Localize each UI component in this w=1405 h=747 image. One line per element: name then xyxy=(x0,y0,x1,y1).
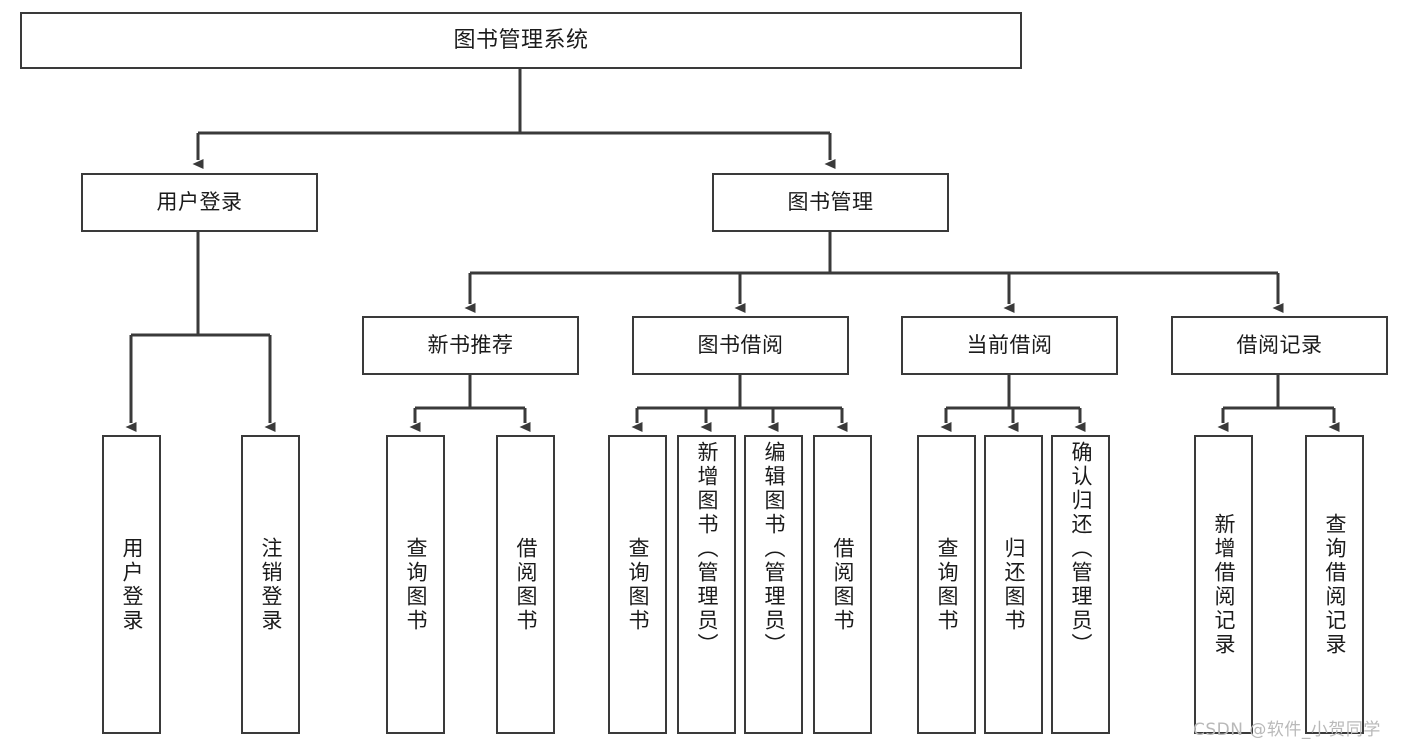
leaf-add-borrow-record[interactable]: 新增借阅记录 xyxy=(1194,435,1253,734)
node-label: 查询图书 xyxy=(404,536,428,633)
node-current-borrow[interactable]: 当前借阅 xyxy=(901,316,1118,375)
leaf-query-book-borrow[interactable]: 查询图书 xyxy=(608,435,667,734)
node-label: 用户登录 xyxy=(120,536,144,633)
node-label: 图书管理 xyxy=(787,190,874,215)
node-label: 新增借阅记录 xyxy=(1212,512,1236,657)
leaf-query-book-newbook[interactable]: 查询图书 xyxy=(386,435,445,734)
csdn-watermark: CSDN @软件_小贺同学 xyxy=(1193,720,1381,740)
leaf-edit-book-admin[interactable]: 编辑图书（管理员） xyxy=(744,435,803,734)
node-label: 确认归还（管理员） xyxy=(1069,441,1093,657)
node-label: 新增图书（管理员） xyxy=(695,441,719,657)
node-new-book-recommend[interactable]: 新书推荐 xyxy=(362,316,579,375)
leaf-borrow-book[interactable]: 借阅图书 xyxy=(813,435,872,734)
node-label: 图书借阅 xyxy=(697,333,784,358)
node-user-login[interactable]: 用户登录 xyxy=(81,173,318,232)
node-label: 借阅记录 xyxy=(1236,333,1323,358)
node-borrow-record[interactable]: 借阅记录 xyxy=(1171,316,1388,375)
leaf-add-book-admin[interactable]: 新增图书（管理员） xyxy=(677,435,736,734)
leaf-logout[interactable]: 注销登录 xyxy=(241,435,300,734)
node-label: 借阅图书 xyxy=(514,536,538,633)
node-label: 查询图书 xyxy=(935,536,959,633)
node-label: 查询图书 xyxy=(626,536,650,633)
leaf-user-login[interactable]: 用户登录 xyxy=(102,435,161,734)
node-book-management[interactable]: 图书管理 xyxy=(712,173,949,232)
node-label: 借阅图书 xyxy=(831,536,855,633)
node-label: 图书管理系统 xyxy=(453,27,589,53)
node-label: 归还图书 xyxy=(1002,536,1026,633)
node-root-book-management-system[interactable]: 图书管理系统 xyxy=(20,12,1022,69)
leaf-query-borrow-record[interactable]: 查询借阅记录 xyxy=(1305,435,1364,734)
node-book-borrow[interactable]: 图书借阅 xyxy=(632,316,849,375)
leaf-query-book-current[interactable]: 查询图书 xyxy=(917,435,976,734)
node-label: 注销登录 xyxy=(259,536,283,633)
node-label: 编辑图书（管理员） xyxy=(762,441,786,657)
leaf-confirm-return-admin[interactable]: 确认归还（管理员） xyxy=(1051,435,1110,734)
node-label: 查询借阅记录 xyxy=(1323,512,1347,657)
leaf-return-book[interactable]: 归还图书 xyxy=(984,435,1043,734)
leaf-borrow-book-newbook[interactable]: 借阅图书 xyxy=(496,435,555,734)
node-label: 用户登录 xyxy=(156,190,243,215)
node-label: 当前借阅 xyxy=(966,333,1053,358)
node-label: 新书推荐 xyxy=(427,333,514,358)
